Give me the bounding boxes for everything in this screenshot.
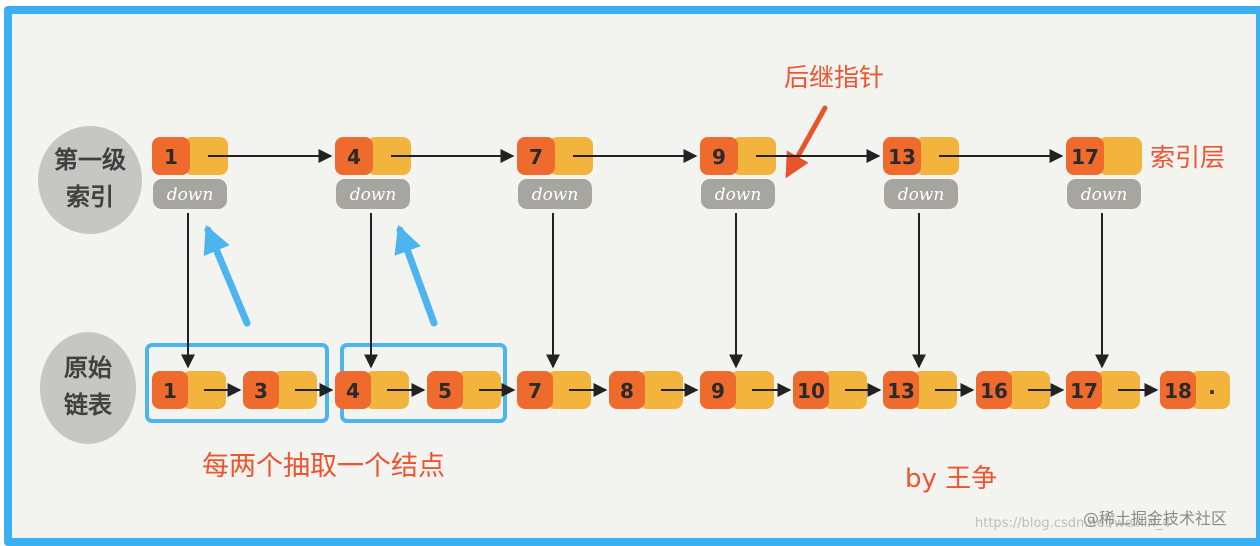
- list-node-value-box: [609, 371, 645, 409]
- list-node: 17: [1066, 371, 1159, 409]
- index-node-value: 13: [888, 145, 916, 169]
- down-pointers: [181, 213, 1109, 369]
- diagram-frame: [4, 6, 1260, 546]
- successor-pointer-label: 后继指针: [784, 63, 884, 92]
- index-node-pointer: [732, 137, 776, 175]
- list-node-value-box: [1160, 371, 1196, 409]
- index-stamp-line-1: 第一级: [54, 146, 126, 174]
- down-box: [1067, 179, 1141, 209]
- index-node: 7 down: [517, 137, 698, 209]
- index-layer-label: 索引层: [1150, 143, 1225, 172]
- down-label: down: [532, 185, 579, 205]
- list-node: 4: [335, 371, 426, 409]
- index-node-value-box: [335, 137, 373, 175]
- list-node: 7: [517, 371, 608, 409]
- index-stamp-line-2: 索引: [66, 183, 114, 211]
- list-node-pointer: [1190, 371, 1230, 409]
- index-node: 4 down: [335, 137, 515, 209]
- index-node-value-box: [700, 137, 738, 175]
- list-node-value: 16: [980, 379, 1008, 403]
- index-node-pointer: [549, 137, 593, 175]
- index-node-value: 4: [347, 145, 361, 169]
- list-node: 10: [793, 371, 882, 409]
- list-node-value-box: [976, 371, 1012, 409]
- original-list-stamp: 原始 链表: [40, 332, 136, 444]
- successor-pointer-arrow: [785, 105, 828, 179]
- down-box: [336, 179, 410, 209]
- index-node: 13 down: [883, 137, 1064, 209]
- list-node-value: 3: [254, 379, 268, 403]
- extract-caption: 每两个抽取一个结点: [202, 451, 445, 482]
- down-label: down: [898, 185, 945, 205]
- watermark-brand: @稀土掘金技术社区: [1083, 509, 1227, 528]
- list-node: 1: [152, 371, 242, 409]
- list-node-value-box: [1066, 371, 1102, 409]
- list-node-value: 13: [887, 379, 915, 403]
- extract-arrow-2: [394, 224, 438, 327]
- index-node-pointer: [367, 137, 411, 175]
- list-node-value-box: [335, 371, 371, 409]
- index-node-value-box: [883, 137, 921, 175]
- list-node-value-box: [427, 371, 463, 409]
- index-node-pointer: [1098, 137, 1142, 175]
- list-node-value: 4: [346, 379, 360, 403]
- extract-arrow-1: [203, 224, 251, 327]
- down-box: [518, 179, 592, 209]
- list-node: 18 ·: [1160, 371, 1230, 409]
- list-node-value-box: [883, 371, 919, 409]
- list-node-value: 1: [163, 379, 177, 403]
- down-label: down: [167, 185, 214, 205]
- original-stamp-line-1: 原始: [64, 354, 112, 382]
- down-label: down: [715, 185, 762, 205]
- index-node: 17 down: [1066, 137, 1142, 209]
- index-node-value: 17: [1071, 145, 1099, 169]
- index-node: 1 down: [152, 137, 333, 209]
- index-node: 9 down: [700, 137, 881, 209]
- list-node-value: 18: [1164, 379, 1192, 403]
- down-label: down: [1081, 185, 1128, 205]
- index-node-value-box: [517, 137, 555, 175]
- index-node-pointer: [184, 137, 228, 175]
- original-stamp-line-2: 链表: [64, 391, 113, 419]
- list-tail-dot: ·: [1208, 380, 1216, 404]
- index-stamp: 第一级 索引: [38, 126, 142, 234]
- list-node-value: 5: [438, 379, 452, 403]
- list-node: 9: [700, 371, 792, 409]
- list-node-value-box: [152, 371, 188, 409]
- list-node: 13: [883, 371, 975, 409]
- list-node: 16: [976, 371, 1065, 409]
- list-node: 8: [609, 371, 699, 409]
- index-node-value: 1: [164, 145, 178, 169]
- down-box: [701, 179, 775, 209]
- list-node-value: 8: [620, 379, 634, 403]
- index-node-value-box: [1066, 137, 1104, 175]
- list-node-value: 17: [1070, 379, 1098, 403]
- author-credit: by 王争: [905, 464, 997, 494]
- index-node-value: 9: [712, 145, 726, 169]
- down-box: [884, 179, 958, 209]
- index-node-value: 7: [529, 145, 543, 169]
- list-node-value: 9: [711, 379, 725, 403]
- list-node: 3: [243, 371, 334, 409]
- down-box: [153, 179, 227, 209]
- list-node-value-box: [793, 371, 829, 409]
- list-node: 5: [427, 371, 516, 409]
- list-node-value: 10: [797, 379, 825, 403]
- watermark-url: https://blog.csdn.net/weixin_4: [975, 516, 1171, 531]
- list-node-value: 7: [528, 379, 542, 403]
- list-node-value-box: [243, 371, 279, 409]
- list-node-value-box: [700, 371, 736, 409]
- list-node-value-box: [517, 371, 553, 409]
- index-node-value-box: [152, 137, 190, 175]
- down-label: down: [350, 185, 397, 205]
- index-node-pointer: [915, 137, 959, 175]
- index-layer: 1 down 4 down 7 down 9 down 13 down 17 down: [152, 137, 1142, 209]
